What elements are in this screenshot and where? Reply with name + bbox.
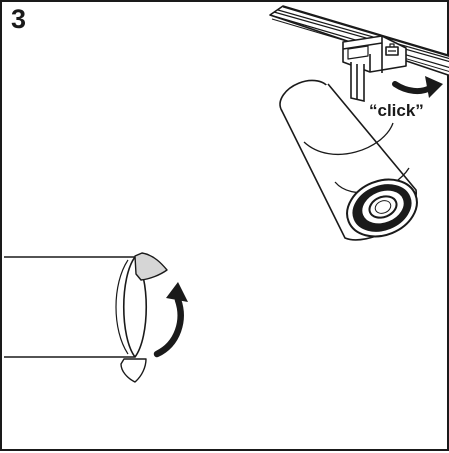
rotate-arrow-icon: [392, 76, 443, 98]
rotate-arrow-icon: [153, 282, 188, 358]
spotlight-lens: [346, 178, 418, 238]
spotlight-stem: [350, 62, 365, 103]
adapter-detail: [4, 252, 168, 383]
track-adapter: [342, 35, 407, 73]
step-number: 3: [11, 4, 27, 34]
click-label: “click”: [369, 101, 424, 120]
